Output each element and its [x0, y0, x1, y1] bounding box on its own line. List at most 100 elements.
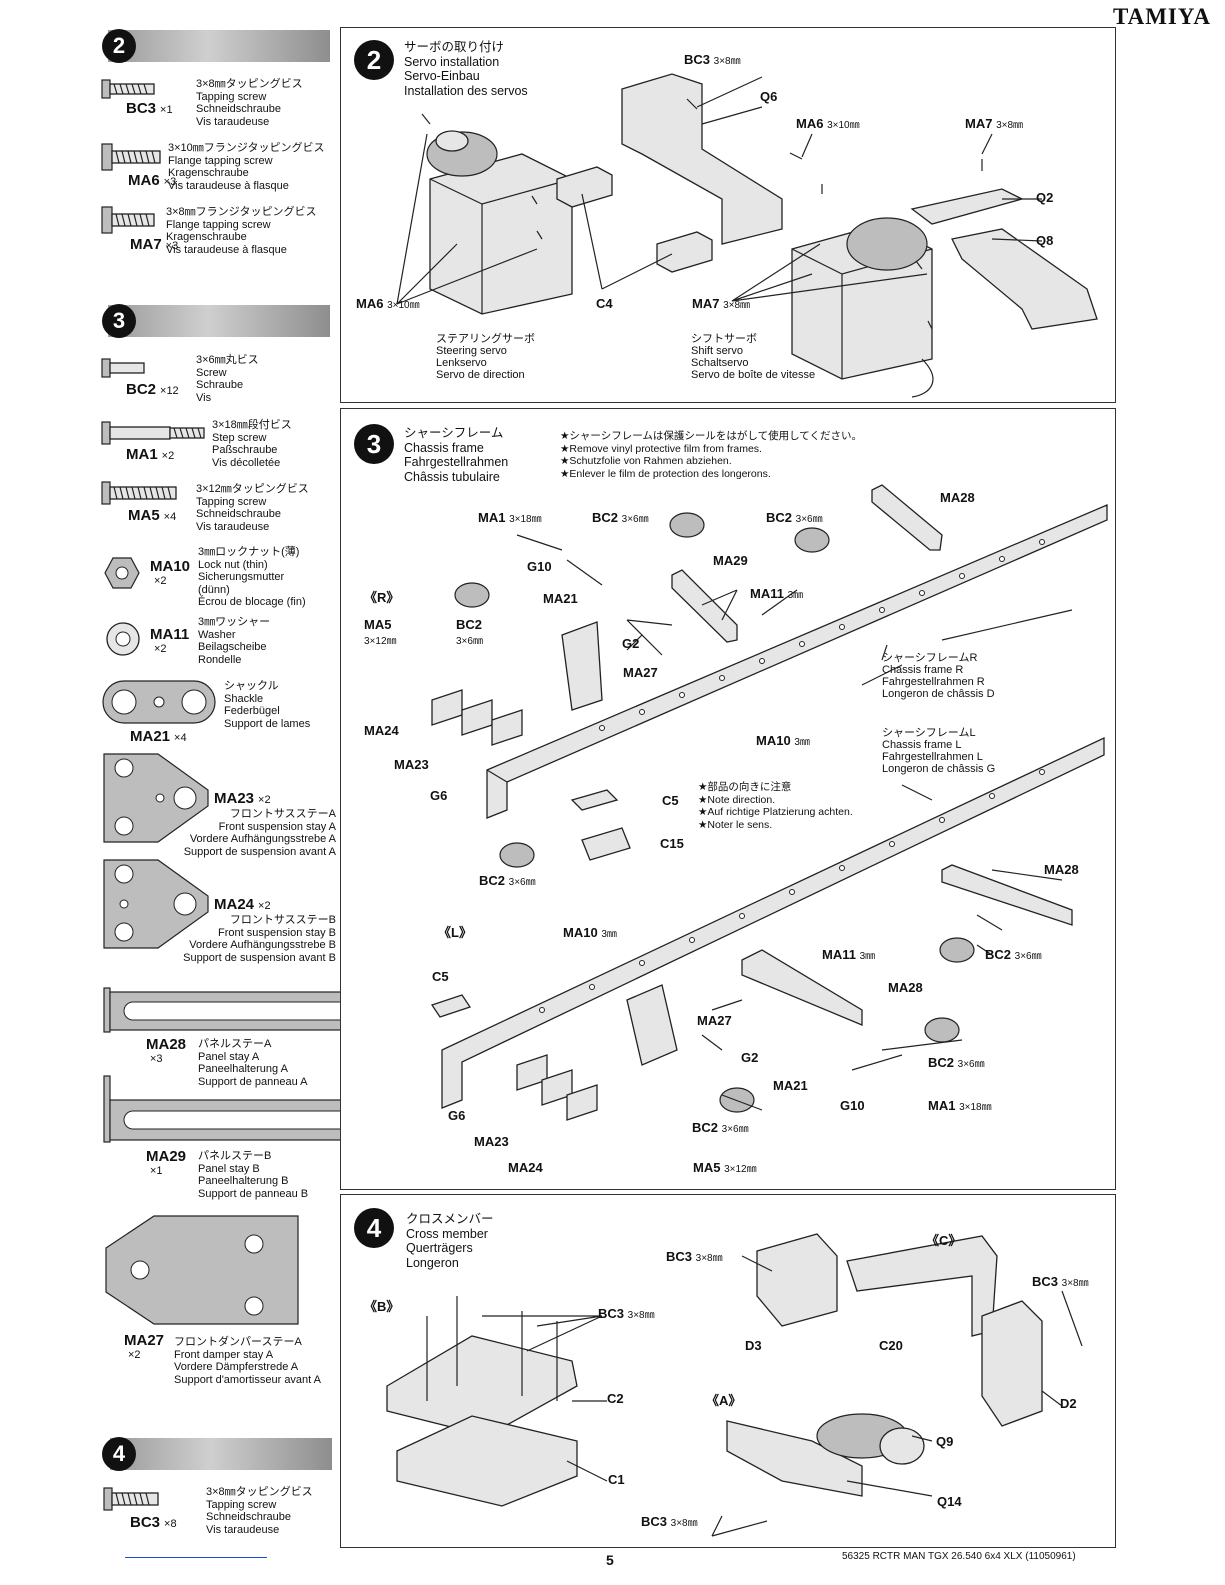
- label-bc3-a: BC3 3×8㎜: [641, 1514, 698, 1529]
- panel3-title: シャーシフレーム Chassis frame Fahrgestellrahmen…: [404, 426, 509, 484]
- part-ma5-desc: 3×12㎜タッピングビス Tapping screw Schneidschrau…: [196, 483, 309, 533]
- chassis-frame-diagram: [430, 484, 1108, 1121]
- label-c15: C15: [660, 836, 684, 851]
- label-c5-l: C5: [432, 969, 449, 984]
- footer-product-code: 56325 RCTR MAN TGX 26.540 6x4 XLX (11050…: [842, 1551, 1076, 1562]
- front-suspension-stay-a-icon: [103, 753, 209, 843]
- label-ma21-r: MA21: [543, 591, 578, 606]
- step4-header-bar: [110, 1438, 332, 1470]
- label-d3: D3: [745, 1338, 762, 1353]
- tapping-screw-icon: [101, 481, 177, 505]
- panel3-step-badge: 3: [354, 424, 394, 464]
- mark-b: 《B》: [364, 1299, 400, 1314]
- label-bc3: BC3 3×8㎜: [684, 52, 741, 67]
- label-g6-r: G6: [430, 788, 448, 803]
- label-c4: C4: [596, 296, 613, 311]
- note-direction: ★部品の向きに注意 ★Note direction. ★Auf richtige…: [698, 781, 853, 831]
- part-bc3-step2: BC3×1: [126, 100, 173, 117]
- label-ma23-l: MA23: [474, 1134, 509, 1149]
- page-number: 5: [606, 1552, 614, 1568]
- part-ma10: MA10×2: [150, 558, 191, 587]
- step2-header-bar: [108, 30, 330, 62]
- part-bc3-desc: 3×8㎜タッピングビス Tapping screw Schneidschraub…: [196, 78, 303, 128]
- part-ma11: MA11×2: [150, 626, 190, 655]
- step2-number-badge: 2: [102, 29, 136, 63]
- front-suspension-stay-b-icon: [103, 859, 209, 949]
- label-c1: C1: [608, 1472, 625, 1487]
- label-q8: Q8: [1036, 233, 1054, 248]
- label-bc2-r1: BC2 3×6㎜: [592, 510, 649, 525]
- servo-assembly-diagram: [396, 73, 1098, 398]
- label-bc3-c2: BC3 3×8㎜: [1032, 1274, 1089, 1289]
- label-bc3-b: BC3 3×8㎜: [598, 1306, 655, 1321]
- label-d2: D2: [1060, 1396, 1077, 1411]
- label-g2-l: G2: [741, 1050, 759, 1065]
- part-ma7-desc: 3×8㎜フランジタッピングビス Flange tapping screw Kra…: [166, 206, 317, 256]
- part-ma23: MA23×2: [214, 790, 271, 807]
- lock-nut-icon: [104, 557, 140, 589]
- flange-screw-icon: [101, 143, 161, 171]
- label-ma7-bottom: MA7 3×8㎜: [692, 296, 751, 311]
- label-g2-r: G2: [622, 636, 640, 651]
- part-ma28-desc: パネルステーA Panel stay A Paneelhalterung A S…: [198, 1038, 308, 1088]
- panel4-step-badge: 4: [354, 1208, 394, 1248]
- screw-icon: [101, 358, 145, 378]
- label-ma28-l2: MA28: [888, 980, 923, 995]
- step4-number-badge: 4: [102, 1437, 136, 1471]
- part-ma6: MA6×3: [128, 172, 177, 189]
- washer-icon: [106, 622, 140, 656]
- label-c2: C2: [607, 1391, 624, 1406]
- mark-l: 《L》: [438, 925, 472, 940]
- shift-servo-caption: シフトサーボ Shift servo Schaltservo Servo de …: [691, 333, 816, 381]
- front-damper-stay-icon: [105, 1215, 299, 1325]
- label-bc2-r4: BC2 3×6㎜: [479, 873, 536, 888]
- part-ma21: MA21×4: [130, 728, 187, 745]
- frame-r-caption: シャーシフレームR Chassis frame R Fahrgestellrah…: [882, 652, 995, 700]
- flange-screw-icon: [101, 206, 155, 234]
- part-ma11-desc: 3㎜ワッシャー Washer Beilagscheibe Rondelle: [198, 616, 271, 666]
- shackle-icon: [102, 680, 216, 724]
- panel3-protective-film-note: ★シャーシフレームは保護シールをはがして使用してください。 ★Remove vi…: [560, 430, 862, 480]
- label-g10-r: G10: [527, 559, 552, 574]
- part-ma10-desc: 3㎜ロックナット(薄) Lock nut (thin) Sicherungsmu…: [198, 546, 306, 608]
- part-ma21-desc: シャックル Shackle Federbügel Support de lame…: [224, 680, 311, 730]
- label-bc2-l2: BC2 3×6㎜: [928, 1055, 985, 1070]
- label-bc2-l1: BC2 3×6㎜: [985, 947, 1042, 962]
- part-ma7: MA7×3: [130, 236, 179, 253]
- label-ma21-l: MA21: [773, 1078, 808, 1093]
- part-ma5: MA5×4: [128, 507, 177, 524]
- brand-logo: TAMIYA: [1112, 4, 1211, 29]
- part-ma1: MA1×2: [126, 446, 175, 463]
- label-ma6-bottom: MA6 3×10㎜: [356, 296, 420, 311]
- mark-a: 《A》: [706, 1393, 742, 1408]
- label-ma27-l: MA27: [697, 1013, 732, 1028]
- label-ma6-top: MA6 3×10㎜: [796, 116, 860, 131]
- label-ma11-r: MA11 3㎜: [750, 586, 804, 601]
- label-ma1-r: MA1 3×18㎜: [478, 510, 542, 525]
- label-q6: Q6: [760, 89, 778, 104]
- part-bc2-desc: 3×6㎜丸ビス Screw Schraube Vis: [196, 354, 259, 404]
- label-c20: C20: [879, 1338, 903, 1353]
- frame-l-caption: シャーシフレームL Chassis frame L Fahrgestellrah…: [882, 727, 996, 775]
- label-ma5-l: MA5 3×12㎜: [693, 1160, 757, 1175]
- step3-number-badge: 3: [102, 304, 136, 338]
- label-ma29: MA29: [713, 553, 748, 568]
- tapping-screw-icon: [101, 79, 155, 99]
- label-ma28-r: MA28: [940, 490, 975, 505]
- label-bc2-r2: BC2 3×6㎜: [766, 510, 823, 525]
- label-bc2-l3: BC2 3×6㎜: [692, 1120, 749, 1135]
- step-screw-icon: [101, 421, 205, 445]
- part-ma1-desc: 3×18㎜段付ビス Step screw Paßschraube Vis déc…: [212, 419, 292, 469]
- label-ma24-r: MA24: [364, 723, 399, 738]
- label-ma7-top: MA7 3×8㎜: [965, 116, 1024, 131]
- part-ma28: MA28×3: [146, 1036, 187, 1065]
- part-ma27: MA27×2: [124, 1332, 165, 1361]
- cross-member-diagram: [386, 1233, 1083, 1537]
- part-ma6-desc: 3×10㎜フランジタッピングビス Flange tapping screw Kr…: [168, 142, 325, 192]
- label-c5-r: C5: [662, 793, 679, 808]
- panel2-step-badge: 2: [354, 40, 394, 80]
- part-ma24-desc: フロントサスステーB Front suspension stay B Vorde…: [183, 914, 336, 964]
- label-q2: Q2: [1036, 190, 1054, 205]
